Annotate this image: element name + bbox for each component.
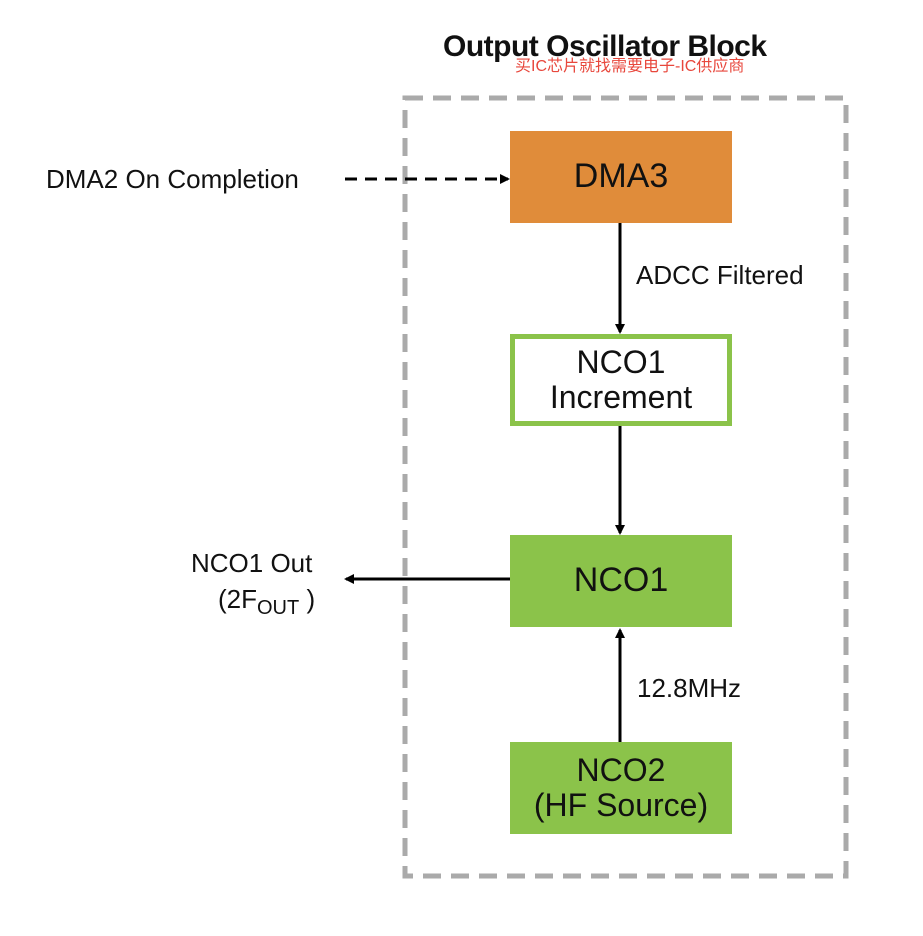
- nco1-out-label: NCO1 Out: [191, 548, 313, 578]
- nco1-out-prefix: (2F: [218, 584, 257, 614]
- nco1-label: NCO1: [573, 561, 669, 600]
- oscillator-block-boundary: [402, 95, 849, 879]
- diagram-title: Output Oscillator Block: [443, 30, 767, 63]
- clock-frequency-label: 12.8MHz: [637, 673, 742, 703]
- nco1-out-suffix: ): [299, 584, 316, 614]
- nco2-block: NCO2 (HF Source): [510, 742, 732, 834]
- adcc-filtered-label: ADCC Filtered: [636, 260, 804, 290]
- nco1-increment-block: NCO1 Increment: [510, 334, 732, 426]
- dma2-input-label: DMA2 On Completion: [46, 164, 299, 194]
- nco2-line2: (HF Source): [533, 787, 709, 823]
- watermark-text: 买IC芯片就找需要电子-IC供应商: [515, 58, 745, 75]
- nco1-out-subscript: OUT: [257, 597, 300, 620]
- nco2-line1: NCO2: [576, 751, 666, 788]
- nco1-increment-line2: Increment: [549, 379, 693, 415]
- dma3-block: DMA3: [510, 131, 732, 223]
- nco1-block: NCO1: [510, 535, 732, 627]
- nco1-increment-line1: NCO1: [576, 343, 666, 380]
- dma3-label: DMA3: [573, 157, 669, 196]
- nco1-out-frequency: (2FOUT ): [218, 584, 315, 620]
